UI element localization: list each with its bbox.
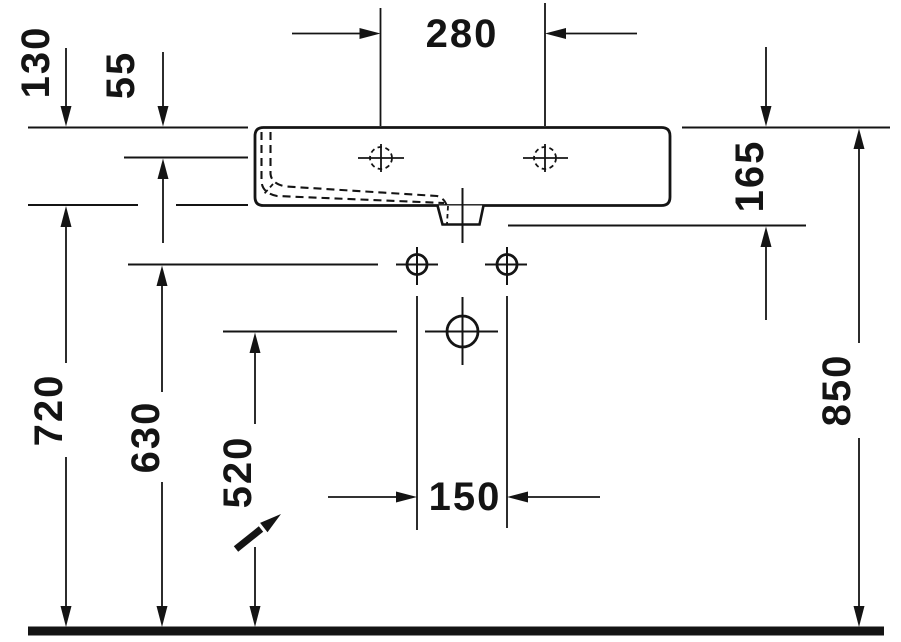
dimension-280: 280 xyxy=(292,3,637,126)
dim-label-280: 280 xyxy=(426,12,499,56)
dim-630-arrow-top-head xyxy=(156,265,168,286)
dimension-850: 850 xyxy=(815,128,865,627)
bowl-hidden-profile-inner xyxy=(269,132,448,206)
dim-label-55: 55 xyxy=(99,51,143,100)
dim-720-arrow-top-head xyxy=(60,206,72,227)
dimension-55: 55 xyxy=(99,51,169,243)
dim-280-arrow-right-head xyxy=(545,28,566,39)
dim-label-630: 630 xyxy=(124,401,168,474)
dim-165-arrow-top-head xyxy=(760,106,772,127)
dimension-130: 130 xyxy=(14,26,72,127)
dim-55-arrow-top-head xyxy=(157,106,169,127)
drain-outlet-hidden-edge xyxy=(446,205,449,225)
dimension-720: 720 xyxy=(27,206,72,627)
dim-label-165: 165 xyxy=(728,140,772,213)
dim-label-150: 150 xyxy=(429,475,502,519)
adjustable-diagonal-arrow-shaft xyxy=(233,526,264,552)
bowl-hidden-profile-outer xyxy=(260,132,445,205)
dim-130-arrow-head xyxy=(60,106,72,127)
dim-label-850: 850 xyxy=(815,354,859,427)
dimension-520: 520 xyxy=(216,332,281,627)
faucet-hole-right xyxy=(523,144,568,172)
dim-label-720: 720 xyxy=(27,374,71,447)
dim-850-arrow-top-head xyxy=(853,128,865,149)
dim-150-arrow-right-head xyxy=(507,491,528,503)
drain-outlet xyxy=(436,205,485,226)
floor-line xyxy=(28,626,884,636)
faucet-hole-left xyxy=(358,144,404,172)
bowl-corner-hidden-edge xyxy=(263,183,274,195)
dim-520-arrow-top-head xyxy=(249,332,261,353)
dim-850-arrow-bottom-head xyxy=(853,606,865,627)
dim-label-130: 130 xyxy=(14,26,58,99)
dim-630-arrow-bottom-head xyxy=(156,606,168,627)
dim-165-arrow-bottom-head xyxy=(760,226,772,247)
dim-55-arrow-bottom-head xyxy=(157,158,169,179)
dim-720-arrow-bottom-head xyxy=(60,606,72,627)
dim-150-arrow-left-head xyxy=(396,491,417,503)
washbasin xyxy=(253,126,672,243)
waste-pipe-hole xyxy=(425,297,498,365)
dimension-630: 630 xyxy=(124,265,168,627)
mounting-hole-left xyxy=(396,247,438,285)
dim-label-520: 520 xyxy=(216,436,260,509)
reference-lines xyxy=(28,126,890,333)
dim-280-arrow-left-head xyxy=(359,28,381,39)
washbasin-outline xyxy=(253,126,672,207)
dimension-165: 165 xyxy=(728,47,772,320)
mounting-hole-right xyxy=(485,247,527,285)
dimension-150: 150 xyxy=(328,296,600,530)
dim-520-arrow-bottom-head xyxy=(249,606,261,627)
adjustable-diagonal-arrow-head xyxy=(260,514,281,533)
